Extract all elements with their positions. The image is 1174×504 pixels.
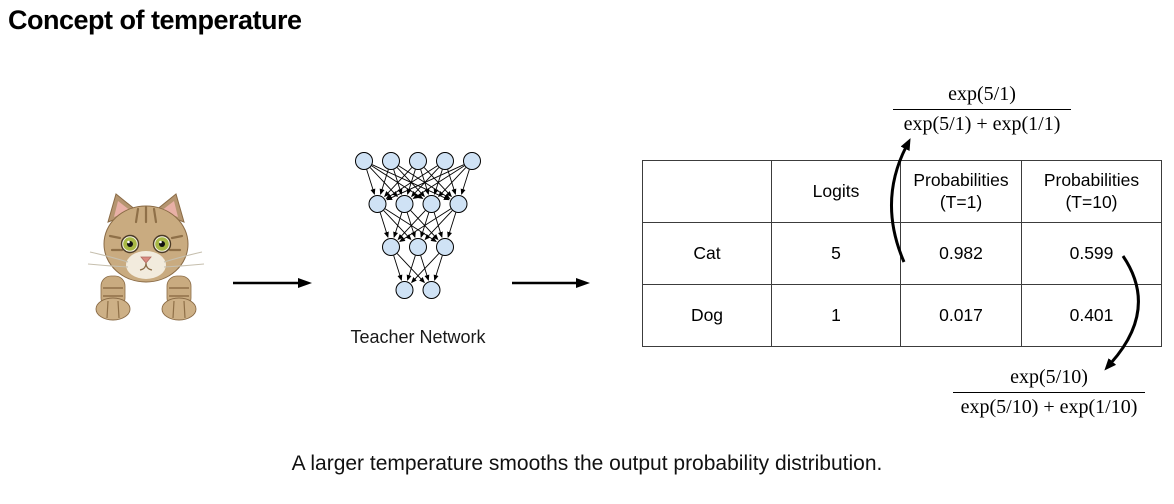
- page-title: Concept of temperature: [8, 5, 302, 35]
- logits-probabilities-table: Logits Probabilities (T=1) Probabilities…: [642, 160, 1162, 347]
- cat-eyes: [120, 234, 172, 254]
- cell-cat-prob-t10: 0.599: [1021, 222, 1162, 285]
- table-header-row: Logits Probabilities (T=1) Probabilities…: [642, 160, 1162, 223]
- network-edges: [366, 164, 470, 284]
- formula-softmax-t1: exp(5/1) exp(5/1) + exp(1/1): [893, 83, 1071, 136]
- header-prob-t1: Probabilities (T=1): [900, 160, 1022, 223]
- cat-image: [72, 192, 220, 322]
- cat-illustration-svg: [87, 193, 205, 321]
- teacher-network-diagram: [352, 146, 484, 308]
- cell-cat-label: Cat: [642, 222, 772, 285]
- network-nodes: [355, 152, 481, 299]
- cat-stripes: [108, 205, 184, 252]
- formula-t10-denominator: exp(5/10) + exp(1/10): [953, 392, 1145, 419]
- cat-ear-right-inner: [161, 201, 178, 217]
- cell-dog-prob-t1: 0.017: [900, 284, 1022, 347]
- formula-t1-denominator: exp(5/1) + exp(1/1): [893, 109, 1071, 136]
- cell-dog-label: Dog: [642, 284, 772, 347]
- cell-dog-logit: 1: [771, 284, 901, 347]
- cell-dog-prob-t10: 0.401: [1021, 284, 1162, 347]
- header-logits: Logits: [771, 160, 901, 223]
- cat-whiskers: [87, 251, 205, 268]
- teacher-network-svg: [355, 152, 481, 299]
- table-row-cat: Cat 5 0.982 0.599: [642, 222, 1162, 285]
- cat-paws: [95, 275, 197, 321]
- cat-nose: [140, 256, 152, 264]
- table-row-dog: Dog 1 0.017 0.401: [642, 284, 1162, 347]
- cell-cat-prob-t1: 0.982: [900, 222, 1022, 285]
- formula-softmax-t10: exp(5/10) exp(5/10) + exp(1/10): [953, 366, 1145, 419]
- header-empty: [642, 160, 772, 223]
- teacher-network-label: Teacher Network: [350, 327, 486, 347]
- cat-ear-left-inner: [114, 201, 131, 217]
- cell-cat-logit: 5: [771, 222, 901, 285]
- header-prob-t10: Probabilities (T=10): [1021, 160, 1162, 223]
- caption-text: A larger temperature smooths the output …: [291, 452, 883, 475]
- formula-t1-numerator: exp(5/1): [948, 83, 1016, 105]
- formula-t10-numerator: exp(5/10): [1010, 366, 1088, 388]
- cat-mouth: [139, 262, 153, 271]
